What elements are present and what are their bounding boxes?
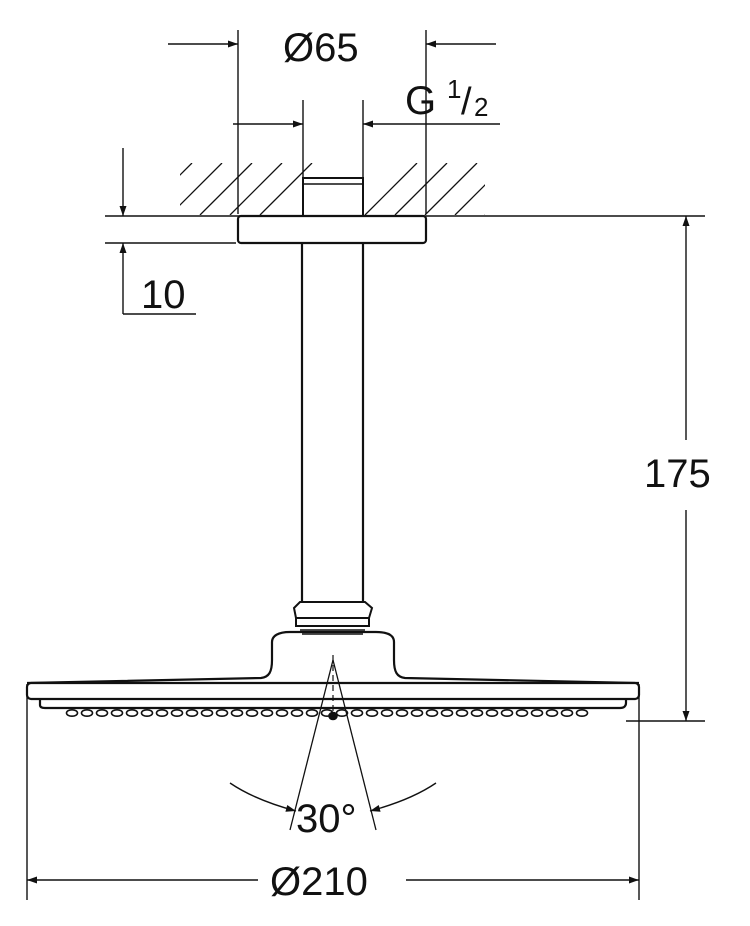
nozzle xyxy=(470,708,484,717)
head-diameter-dimension xyxy=(26,684,640,900)
nozzle xyxy=(140,708,154,717)
total-height-label: 175 xyxy=(644,452,711,496)
thread-size-label: G 1 / 2 xyxy=(405,74,488,123)
nozzle xyxy=(425,708,439,717)
head-housing xyxy=(26,630,640,685)
nozzle xyxy=(335,708,349,717)
nozzle xyxy=(65,708,79,717)
spray-angle-arrows xyxy=(229,782,437,812)
thread-prefix: G xyxy=(405,79,436,123)
connector-diameter-label: Ø65 xyxy=(283,26,359,70)
spray-nozzles xyxy=(65,708,589,721)
nozzle xyxy=(290,708,304,717)
nozzle xyxy=(155,708,169,717)
nozzle xyxy=(215,708,229,717)
nozzle xyxy=(575,708,589,717)
nozzle xyxy=(275,708,289,717)
thread-numerator: 1 xyxy=(447,74,461,104)
nozzle xyxy=(530,708,544,717)
nozzle xyxy=(515,708,529,717)
nozzle xyxy=(350,708,364,717)
thread-slash: / xyxy=(461,81,472,123)
nozzle xyxy=(200,708,214,717)
nozzle xyxy=(545,708,559,717)
nozzle xyxy=(380,708,394,717)
connection-nut xyxy=(292,601,374,635)
wall-flange xyxy=(236,214,428,245)
flange-thickness-label: 10 xyxy=(141,273,186,317)
spray-cone-lines xyxy=(289,659,377,831)
nozzle xyxy=(95,708,109,717)
nozzle xyxy=(455,708,469,717)
thread-denominator: 2 xyxy=(474,92,488,122)
thread-dimension xyxy=(233,100,500,178)
nozzle xyxy=(485,708,499,717)
nozzle xyxy=(185,708,199,717)
spray-angle-label: 30° xyxy=(296,797,357,841)
head-diameter-label: Ø210 xyxy=(270,860,368,904)
nozzle xyxy=(80,708,94,717)
nozzle xyxy=(440,708,454,717)
nozzle xyxy=(365,708,379,717)
nozzle xyxy=(230,708,244,717)
connector-diameter-dimension xyxy=(168,30,496,214)
nozzle xyxy=(170,708,184,717)
nozzle xyxy=(305,708,319,717)
nozzle xyxy=(560,708,574,717)
nozzle xyxy=(125,708,139,717)
shower-arm xyxy=(300,243,365,602)
nozzle xyxy=(245,708,259,717)
nozzle xyxy=(110,708,124,717)
nozzle xyxy=(500,708,514,717)
nozzle xyxy=(395,708,409,717)
nozzle xyxy=(410,708,424,717)
nozzle xyxy=(260,708,274,717)
flange-thickness-dimension xyxy=(105,148,236,315)
threaded-connector xyxy=(302,177,364,217)
